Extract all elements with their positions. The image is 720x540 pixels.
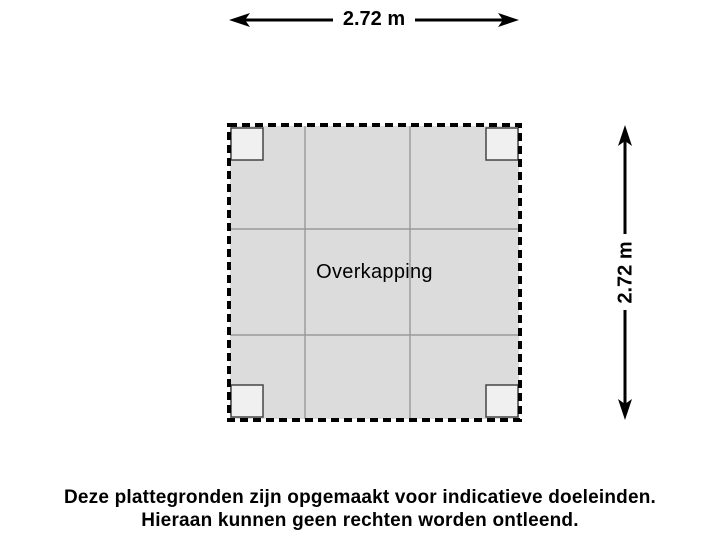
plan-grid [230,126,519,419]
arrowhead-up [618,125,632,146]
corner-post-bottom-right [485,384,519,418]
room-label-text: Overkapping [316,261,433,283]
arrowhead-left [229,13,250,27]
disclaimer: Deze plattegronden zijn opgemaakt voor i… [0,486,720,532]
corner-post-top-left [230,127,264,161]
disclaimer-line-2: Hieraan kunnen geen rechten worden ontle… [141,510,579,531]
arrowhead-down [618,399,632,420]
width-dimension-text: 2.72 m [342,8,406,30]
room-label: Overkapping [230,126,519,419]
plan-dashed-border [227,123,522,422]
plan-floor [230,126,519,419]
corner-post-top-right [485,127,519,161]
corner-posts [230,127,519,418]
disclaimer-line-1: Deze plattegronden zijn opgemaakt voor i… [63,487,656,508]
corner-post-bottom-left [230,384,264,418]
height-dimension-text: 2.72 m [614,240,637,304]
arrowhead-right [498,13,519,27]
width-dimension-label: 2.72 m [333,4,415,35]
height-dimension-label: 2.72 m [612,234,640,310]
